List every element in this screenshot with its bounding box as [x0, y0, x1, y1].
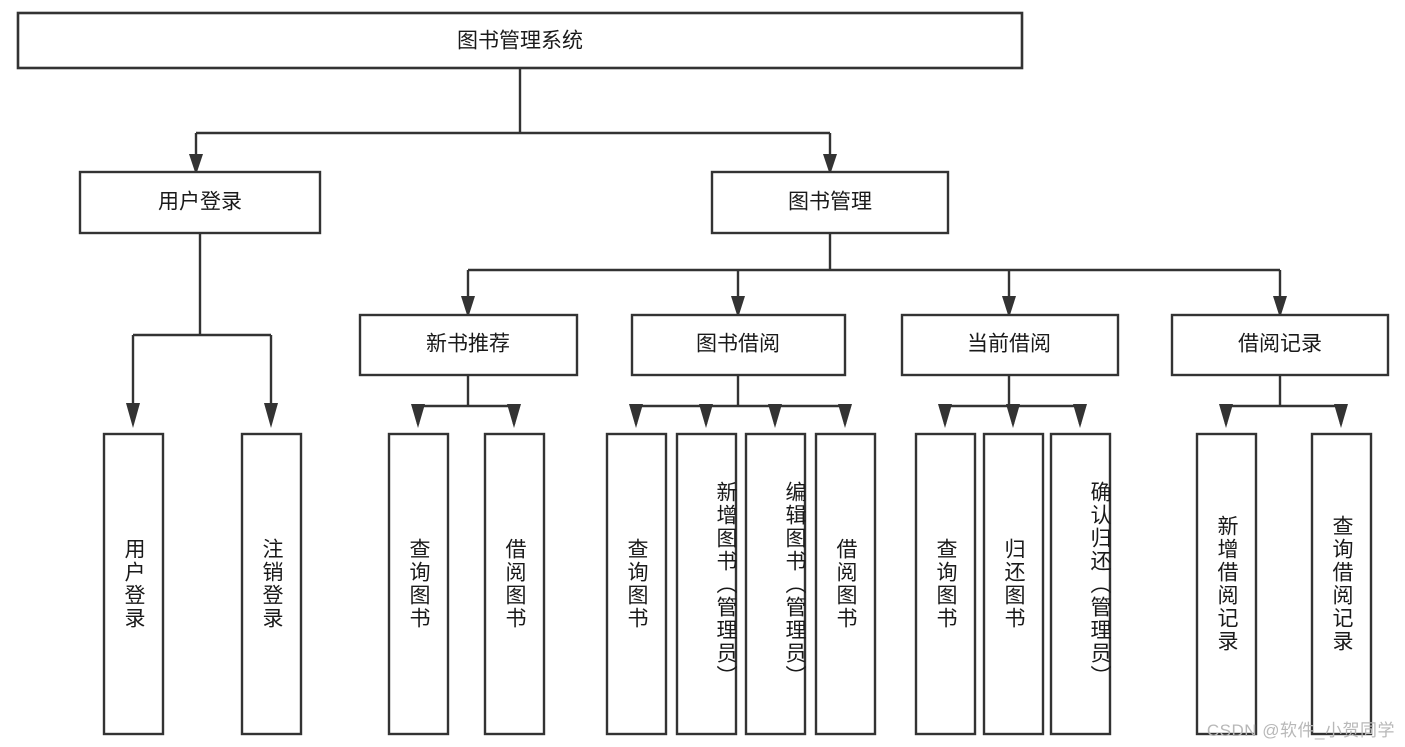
leaf-label-book-borrow-0: 查询图书: [625, 538, 648, 630]
leaf-box-new-book-1[interactable]: [483, 432, 546, 736]
arrowhead-newbook-leaf-0: [411, 404, 425, 428]
node-book-borrow-box[interactable]: [630, 313, 847, 377]
node-book-management-label: 图书管理: [788, 191, 872, 214]
arrowhead-l3-2: [1002, 296, 1016, 318]
arrowhead-userlogin-leaf-1: [264, 403, 278, 428]
arrowhead-record-leaf-0: [1219, 404, 1233, 428]
node-user-login-box[interactable]: [78, 170, 322, 235]
node-root[interactable]: 图书管理系统: [16, 11, 1024, 70]
leaf-box-book-borrow-2[interactable]: [744, 432, 807, 736]
leaf-box-user-login-0[interactable]: [102, 432, 165, 736]
node-user-login[interactable]: 用户登录: [78, 170, 322, 235]
node-current-borrow-label: 当前借阅: [967, 333, 1051, 356]
arrowhead-l3-3: [1273, 296, 1287, 318]
leaf-label-new-book-0: 查询图书: [407, 538, 430, 630]
leaf-label-user-login-1: 注销登录: [260, 538, 283, 630]
node-book-management-box[interactable]: [710, 170, 950, 235]
nodes-group: 图书管理系统 用户登录 图书管理 新书推荐 图书借阅 当前: [16, 11, 1390, 736]
node-book-borrow-label: 图书借阅: [696, 333, 780, 356]
node-new-book-recommend[interactable]: 新书推荐: [358, 313, 579, 377]
arrowhead-borrow-leaf-1: [699, 404, 713, 428]
leaf-box-borrow-record-0[interactable]: [1195, 432, 1258, 736]
arrowhead-current-leaf-0: [938, 404, 952, 428]
leaf-label-current-borrow-1: 归还图书: [1002, 538, 1025, 630]
arrowhead-newbook-leaf-1: [507, 404, 521, 428]
node-book-borrow[interactable]: 图书借阅: [630, 313, 847, 377]
leaf-label-book-borrow-1: 新增图书（管理员）: [714, 480, 737, 688]
node-borrow-record-label: 借阅记录: [1238, 333, 1322, 356]
node-user-login-label: 用户登录: [158, 191, 242, 214]
node-book-management[interactable]: 图书管理: [710, 170, 950, 235]
node-current-borrow-box[interactable]: [900, 313, 1120, 377]
leaf-box-book-borrow-1[interactable]: [675, 432, 738, 736]
node-borrow-record[interactable]: 借阅记录: [1170, 313, 1390, 377]
arrowhead-l3-1: [731, 296, 745, 318]
leaf-box-current-borrow-0[interactable]: [914, 432, 977, 736]
leaf-box-user-login-1[interactable]: [240, 432, 303, 736]
node-borrow-record-box[interactable]: [1170, 313, 1390, 377]
arrowhead-borrow-leaf-0: [629, 404, 643, 428]
leaf-label-new-book-1: 借阅图书: [503, 538, 526, 630]
arrowhead-current-leaf-2: [1073, 404, 1087, 428]
leaf-box-new-book-0[interactable]: [387, 432, 450, 736]
leaf-box-book-borrow-3[interactable]: [814, 432, 877, 736]
node-root-label: 图书管理系统: [457, 30, 583, 53]
arrowhead-l3-0: [461, 296, 475, 318]
leaf-box-book-borrow-0[interactable]: [605, 432, 668, 736]
arrowheads-group: [126, 154, 1348, 428]
arrowhead-current-leaf-1: [1006, 404, 1020, 428]
arrowhead-record-leaf-1: [1334, 404, 1348, 428]
leaf-label-borrow-record-1: 查询借阅记录: [1330, 515, 1353, 653]
node-current-borrow[interactable]: 当前借阅: [900, 313, 1120, 377]
leaf-box-current-borrow-2[interactable]: [1049, 432, 1112, 736]
leaf-label-user-login-0: 用户登录: [122, 538, 145, 630]
leaf-label-borrow-record-0: 新增借阅记录: [1215, 515, 1238, 653]
node-root-box[interactable]: [16, 11, 1024, 70]
arrowhead-borrow-leaf-3: [838, 404, 852, 428]
node-new-book-recommend-box[interactable]: [358, 313, 579, 377]
node-new-book-recommend-label: 新书推荐: [426, 333, 510, 356]
arrowhead-user-login: [189, 154, 203, 175]
leaf-box-current-borrow-1[interactable]: [982, 432, 1045, 736]
leaf-label-book-borrow-2: 编辑图书（管理员）: [783, 480, 806, 688]
leaf-label-current-borrow-0: 查询图书: [934, 538, 957, 630]
arrowhead-userlogin-leaf-0: [126, 403, 140, 428]
watermark: CSDN @软件_小贺同学: [1206, 721, 1395, 740]
leaf-label-current-borrow-2: 确认归还（管理员）: [1088, 480, 1111, 688]
leaf-box-borrow-record-1[interactable]: [1310, 432, 1373, 736]
arrowhead-book-mgmt: [823, 154, 837, 175]
leaf-label-book-borrow-3: 借阅图书: [834, 538, 857, 630]
arrowhead-borrow-leaf-2: [768, 404, 782, 428]
